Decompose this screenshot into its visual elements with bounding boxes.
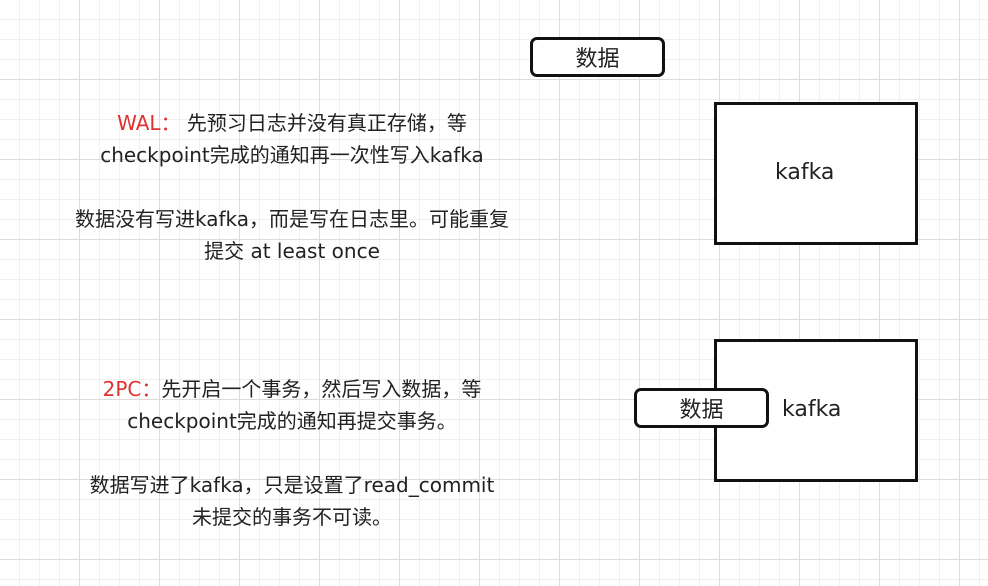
two-pc-spacer	[0, 437, 584, 469]
two-pc-line-4: 未提交的事务不可读。	[192, 505, 392, 529]
two-pc-prefix: 2PC：	[102, 377, 162, 401]
wal-line-3: 数据没有写进kafka，而是写在日志里。可能重复	[74, 207, 509, 231]
two-pc-line-3: 数据写进了kafka，只是设置了read_commit	[89, 473, 495, 497]
data-node-top: 数据	[530, 37, 665, 77]
data-node-bottom-label: 数据	[679, 398, 724, 423]
wal-line-4: 提交 at least once	[204, 239, 380, 263]
two-pc-line-2: checkpoint完成的通知再提交事务。	[127, 409, 457, 433]
wal-line-2: checkpoint完成的通知再一次性写入kafka	[100, 143, 484, 167]
kafka-node-top: kafka	[714, 102, 918, 245]
wal-prefix: WAL：	[117, 111, 181, 135]
wal-line-1: WAL： 先预习日志并没有真正存储，等	[0, 107, 584, 139]
two-pc-line-1-text: 先开启一个事务，然后写入数据，等	[161, 377, 482, 401]
two-pc-description: 2PC：先开启一个事务，然后写入数据，等 checkpoint完成的通知再提交事…	[0, 373, 584, 533]
wal-line-1-text: 先预习日志并没有真正存储，等	[180, 111, 467, 135]
data-node-bottom: 数据	[634, 388, 769, 428]
wal-spacer	[0, 171, 584, 203]
kafka-node-bottom-label: kafka	[782, 397, 842, 422]
data-node-top-label: 数据	[575, 47, 620, 72]
two-pc-line-1: 2PC：先开启一个事务，然后写入数据，等	[0, 373, 584, 405]
wal-description: WAL： 先预习日志并没有真正存储，等 checkpoint完成的通知再一次性写…	[0, 107, 584, 267]
kafka-node-top-label: kafka	[775, 160, 835, 185]
